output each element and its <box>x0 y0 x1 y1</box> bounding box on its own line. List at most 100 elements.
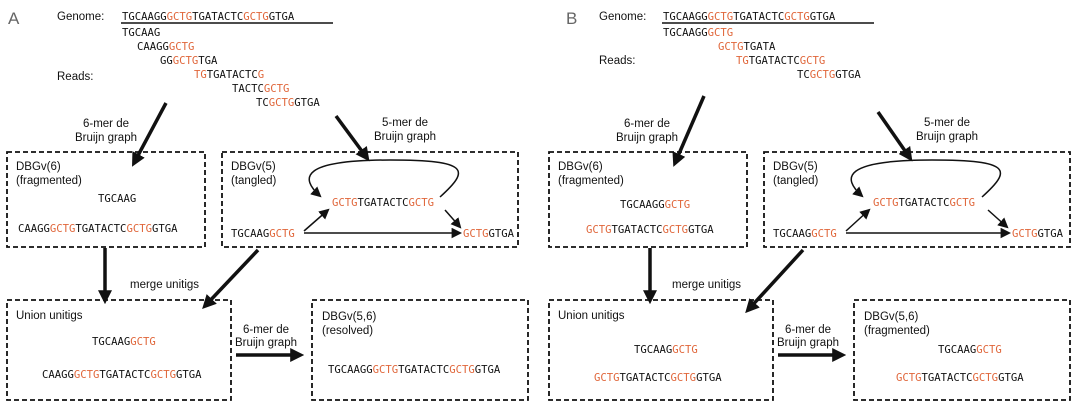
sequence-segment: TGCAAG <box>98 193 136 205</box>
highlighted-kmer: GCTG <box>332 197 358 209</box>
sequence-segment: TGCAAGG <box>122 11 167 23</box>
arrow-5mer-graph <box>334 114 370 162</box>
read: TGTGATACTCGCTG <box>736 55 825 67</box>
highlighted-kmer: TG <box>194 69 207 81</box>
reads-label: Reads: <box>599 55 635 67</box>
highlighted-kmer: GCTG <box>126 223 152 235</box>
sequence-segment: TGATACTC <box>192 11 243 23</box>
sequence-segment: GTGA <box>269 11 295 23</box>
sequence-segment: CAAGG <box>137 41 169 53</box>
sequence-segment: TC <box>256 97 269 109</box>
graph6-label: Bruijn graph <box>75 132 137 144</box>
sequence-segment: GTGA <box>294 97 320 109</box>
sequence-segment: GTGA <box>998 372 1024 384</box>
edge <box>987 209 1009 229</box>
sequence-segment: TGATACTC <box>749 55 800 67</box>
sequence-segment: GTGA <box>1038 228 1064 240</box>
highlighted-kmer: GCTG <box>586 224 612 236</box>
dbg6-box <box>548 151 748 248</box>
highlighted-kmer: GCTG <box>708 27 734 39</box>
union-title: Union unitigs <box>558 310 625 322</box>
sequence-segment: TGATACTC <box>922 372 973 384</box>
arrow-6mer-graph <box>132 102 168 167</box>
read: TCGCTGGTGA <box>256 97 320 109</box>
sequence-segment: TGATACTC <box>733 11 784 23</box>
read: TGCAAGGGCTG <box>663 27 733 39</box>
read: CAAGGGCTG <box>137 41 194 53</box>
highlighted-kmer: GCTG <box>150 369 176 381</box>
highlighted-kmer: GCTG <box>173 55 199 67</box>
sequence-segment: TGCAAGG <box>620 199 665 211</box>
highlighted-kmer: GCTG <box>169 41 195 53</box>
genome-sequence: TGCAAGGGCTGTGATACTCGCTGGTGA <box>663 11 836 23</box>
panel-a: A Genome: TGCAAGGGCTGTGATACTCGCTGGTGA TG… <box>6 9 529 401</box>
sequence-segment: TACTC <box>232 83 264 95</box>
read: GCTGTGATA <box>718 41 776 53</box>
reads-label: Reads: <box>57 71 93 83</box>
arrow-merge <box>202 248 260 310</box>
sequence-segment: TC <box>797 69 810 81</box>
sequence-segment: TGCAAG <box>938 344 976 356</box>
sequence-segment: TGCAAG <box>231 228 269 240</box>
graph6-label: 6-mer de <box>785 324 831 336</box>
unitig: GCTGGTGA <box>1012 228 1064 240</box>
highlighted-kmer: GCTG <box>269 97 295 109</box>
dbg5-title: DBGv(5) <box>231 161 276 173</box>
highlighted-kmer: GCTG <box>950 197 976 209</box>
unitig: TGCAAGGCTG <box>92 336 156 348</box>
dbg56-title: DBGv(5,6) <box>322 311 376 323</box>
highlighted-kmer: GCTG <box>74 369 100 381</box>
read: GGGCTGTGA <box>160 55 218 67</box>
sequence-segment: TGCAAG <box>634 344 672 356</box>
dbg6-subtitle: (fragmented) <box>558 175 624 187</box>
sequence-segment: TGATACTC <box>899 197 950 209</box>
sequence-segment: CAAGG <box>42 369 74 381</box>
highlighted-kmer: GCTG <box>409 197 435 209</box>
highlighted-kmer: GCTG <box>672 344 698 356</box>
highlighted-kmer: GCTG <box>130 336 156 348</box>
unitig: TGCAAGGCTG <box>773 228 837 240</box>
genome-label: Genome: <box>57 11 104 23</box>
highlighted-kmer: GCTG <box>264 83 290 95</box>
sequence-segment: GTGA <box>810 11 836 23</box>
merge-label: merge unitigs <box>130 279 199 291</box>
sequence-segment: TGATACTC <box>620 372 671 384</box>
unitig: CAAGGGCTGTGATACTCGCTGGTGA <box>18 223 178 235</box>
loop-edge <box>850 159 1002 198</box>
dbg56-subtitle: (resolved) <box>322 325 373 337</box>
dbg5-subtitle: (tangled) <box>773 175 819 187</box>
graph5-label: Bruijn graph <box>916 131 978 143</box>
union-title: Union unitigs <box>16 310 83 322</box>
sequence-segment: GTGA <box>696 372 722 384</box>
read: TACTCGCTG <box>232 83 289 95</box>
merge-label: merge unitigs <box>672 279 741 291</box>
arrow-6mer-graph <box>672 95 706 167</box>
unitig: GCTGTGATACTCGCTG <box>873 197 975 209</box>
read: TGCAAG <box>122 27 160 39</box>
panel-letter: B <box>566 9 577 28</box>
sequence-segment: TGATACTC <box>358 197 409 209</box>
sequence-segment: TGATACTC <box>207 69 258 81</box>
highlighted-kmer: GCTG <box>1012 228 1038 240</box>
sequence-segment: GTGA <box>688 224 714 236</box>
sequence-segment: GTGA <box>489 228 515 240</box>
read: TCGCTGGTGA <box>797 69 861 81</box>
unitig: GCTGTGATACTCGCTG <box>332 197 434 209</box>
edge <box>444 209 462 229</box>
graph6-label: Bruijn graph <box>616 132 678 144</box>
graph6-label: Bruijn graph <box>235 337 297 349</box>
genome-label: Genome: <box>599 11 646 23</box>
dbg6-title: DBGv(6) <box>16 161 61 173</box>
highlighted-kmer: GCTG <box>665 199 691 211</box>
dbg5-box <box>221 151 519 248</box>
highlighted-kmer: GCTG <box>708 11 734 23</box>
highlighted-kmer: GCTG <box>873 197 899 209</box>
highlighted-kmer: GCTG <box>800 55 826 67</box>
graph6-label: 6-mer de <box>243 324 289 336</box>
sequence-segment: TGCAAGG <box>663 11 708 23</box>
dbg56-box <box>311 299 529 401</box>
panel-letter: A <box>8 9 20 28</box>
unitig: TGCAAG <box>98 193 136 205</box>
sequence-segment: TGATACTC <box>398 364 449 376</box>
highlighted-kmer: GCTG <box>167 11 193 23</box>
